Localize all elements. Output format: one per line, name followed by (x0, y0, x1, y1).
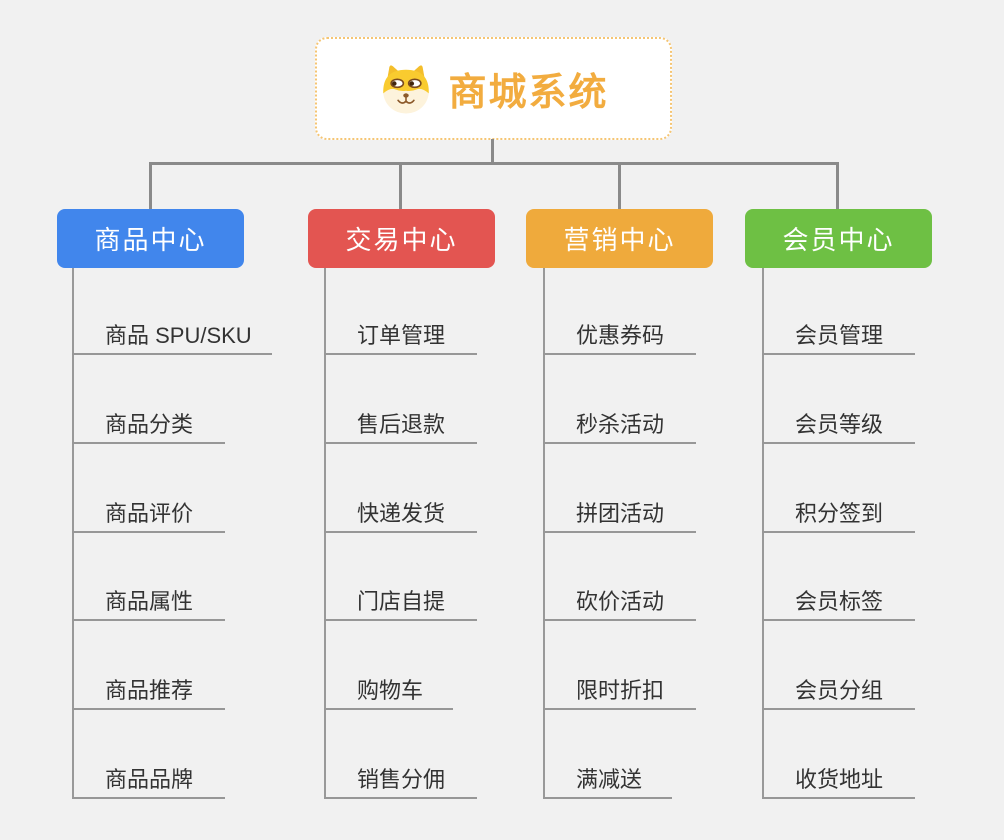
subtopic-item[interactable]: 优惠券码 (543, 321, 696, 355)
connector-horizontal-bar (149, 162, 839, 165)
branch-children-marketing-center: 优惠券码 秒杀活动 拼团活动 砍价活动 限时折扣 满减送 (543, 268, 753, 799)
subtopic-item[interactable]: 商品分类 (72, 410, 225, 444)
root-title: 商城系统 (448, 72, 609, 114)
connector-drop-marketing (618, 162, 621, 209)
subtopic-item[interactable]: 会员管理 (762, 321, 915, 355)
subtopic-item[interactable]: 售后退款 (324, 410, 477, 444)
connector-drop-members (836, 162, 839, 209)
branch-children-member-center: 会员管理 会员等级 积分签到 会员标签 会员分组 收货地址 (762, 268, 972, 799)
branch-node-marketing-center[interactable]: 营销中心 (526, 209, 713, 268)
subtopic-item[interactable]: 商品 SPU/SKU (72, 321, 272, 355)
subtopic-item[interactable]: 门店自提 (324, 587, 477, 621)
subtopic-item[interactable]: 快递发货 (324, 499, 477, 533)
connector-drop-products (149, 162, 152, 209)
subtopic-item[interactable]: 砍价活动 (543, 587, 696, 621)
subtopic-item[interactable]: 商品评价 (72, 499, 225, 533)
branch-node-product-center[interactable]: 商品中心 (57, 209, 244, 268)
subtopic-item[interactable]: 商品属性 (72, 587, 225, 621)
dog-face-icon (383, 64, 430, 113)
subtopic-item[interactable]: 商品品牌 (72, 765, 225, 799)
branch-children-product-center: 商品 SPU/SKU 商品分类 商品评价 商品属性 商品推荐 商品品牌 (72, 268, 282, 799)
root-node[interactable]: 商城系统 (315, 37, 672, 140)
branch-children-trade-center: 订单管理 售后退款 快递发货 门店自提 购物车 销售分佣 (324, 268, 534, 799)
subtopic-item[interactable]: 会员分组 (762, 676, 915, 710)
subtopic-item[interactable]: 拼团活动 (543, 499, 696, 533)
subtopic-item[interactable]: 购物车 (324, 676, 453, 710)
subtopic-item[interactable]: 会员标签 (762, 587, 915, 621)
subtopic-item[interactable]: 销售分佣 (324, 765, 477, 799)
subtopic-item[interactable]: 会员等级 (762, 410, 915, 444)
subtopic-item[interactable]: 商品推荐 (72, 676, 225, 710)
subtopic-item[interactable]: 秒杀活动 (543, 410, 696, 444)
subtopic-item[interactable]: 订单管理 (324, 321, 477, 355)
subtopic-item[interactable]: 积分签到 (762, 499, 915, 533)
subtopic-item[interactable]: 限时折扣 (543, 676, 696, 710)
subtopic-item[interactable]: 满减送 (543, 765, 672, 799)
connector-root-stem (491, 139, 494, 165)
connector-drop-trade (399, 162, 402, 209)
branch-node-trade-center[interactable]: 交易中心 (308, 209, 495, 268)
branch-node-member-center[interactable]: 会员中心 (745, 209, 932, 268)
subtopic-item[interactable]: 收货地址 (762, 765, 915, 799)
